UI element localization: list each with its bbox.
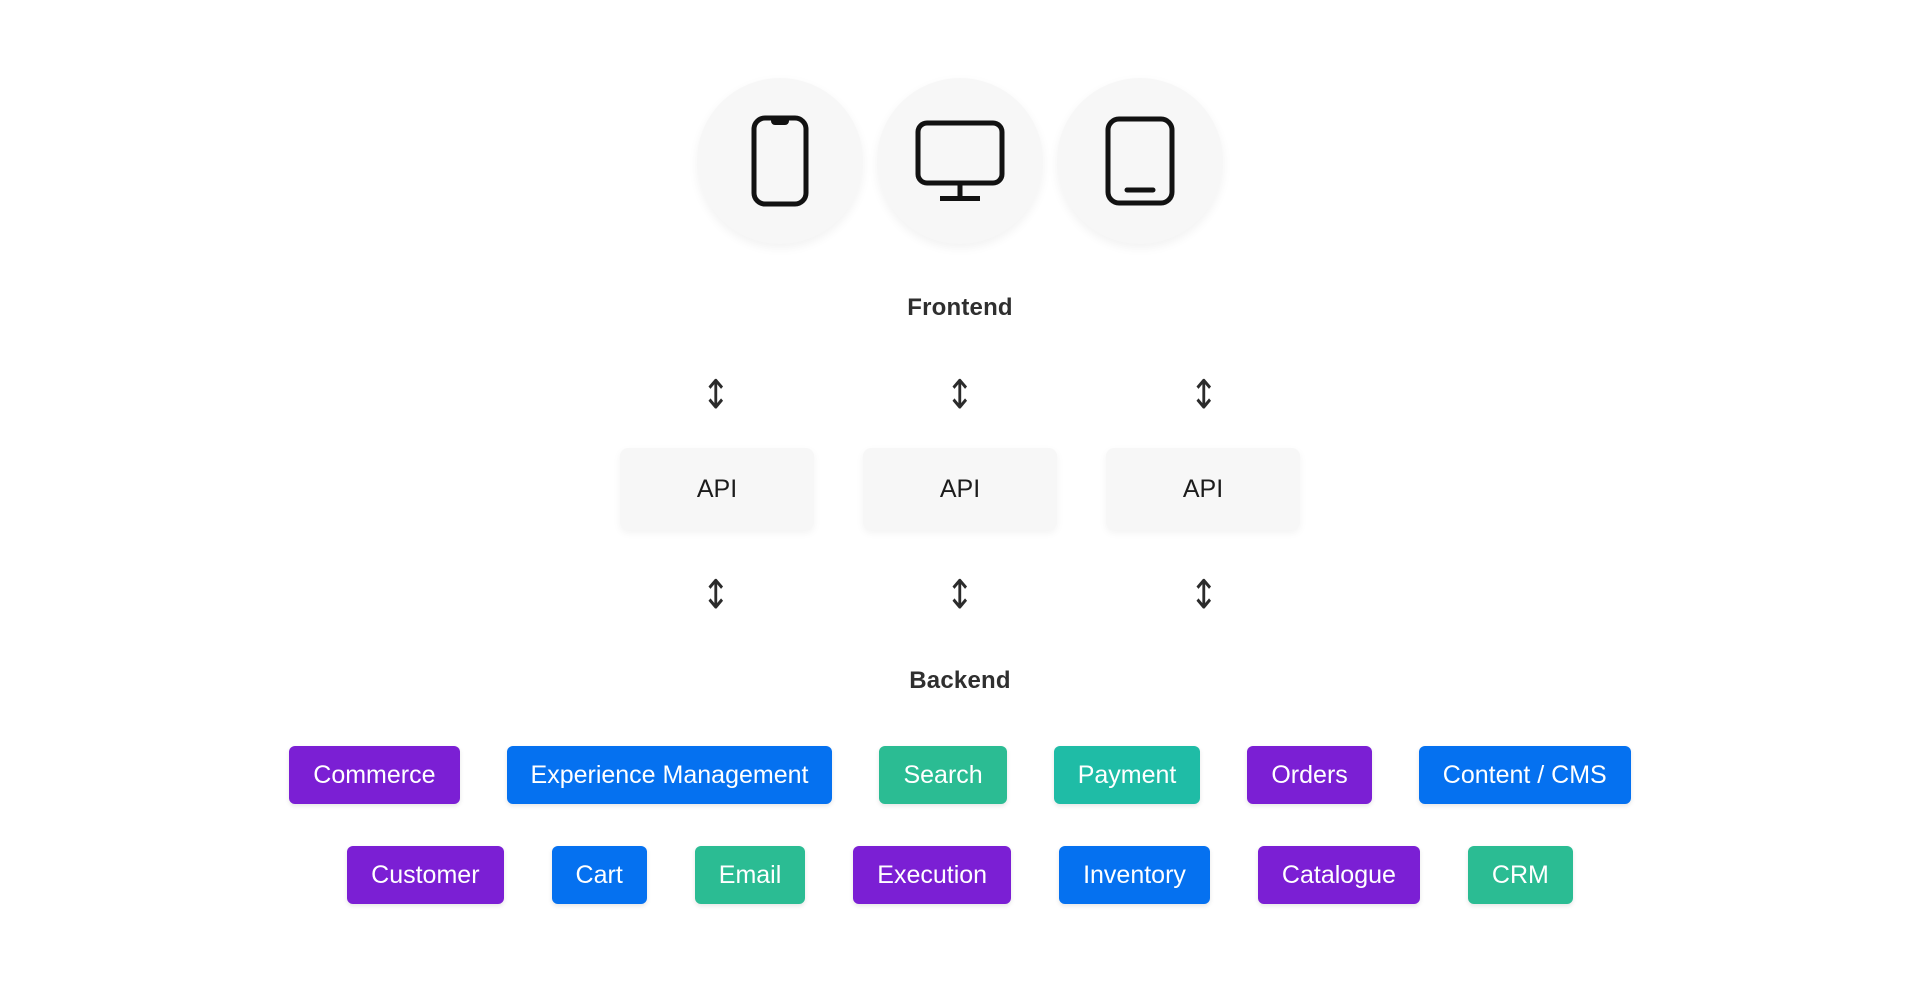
service-tag-customer[interactable]: Customer bbox=[347, 846, 504, 904]
up-down-arrow-icon: ↕ bbox=[945, 572, 975, 618]
api-box: API bbox=[863, 448, 1057, 530]
service-tag-cart[interactable]: Cart bbox=[551, 846, 647, 904]
arrow-row-frontend-to-api: ↕ ↕ ↕ bbox=[0, 372, 1920, 418]
service-tag-crm[interactable]: CRM bbox=[1467, 846, 1573, 904]
service-tag-orders[interactable]: Orders bbox=[1247, 746, 1372, 804]
service-tag-search[interactable]: Search bbox=[879, 746, 1007, 804]
arrow-row-api-to-backend: ↕ ↕ ↕ bbox=[0, 572, 1920, 618]
arrow-slot: ↕ bbox=[838, 575, 1082, 615]
service-tag-catalogue[interactable]: Catalogue bbox=[1257, 846, 1420, 904]
mobile-phone-icon bbox=[751, 115, 809, 207]
arrow-slot: ↕ bbox=[594, 375, 838, 415]
arrow-slot: ↕ bbox=[1082, 575, 1326, 615]
arrow-slot: ↕ bbox=[1082, 375, 1326, 415]
up-down-arrow-icon: ↕ bbox=[701, 572, 731, 618]
backend-section-title: Backend bbox=[909, 667, 1011, 694]
service-tag-execution[interactable]: Execution bbox=[853, 846, 1012, 904]
up-down-arrow-icon: ↕ bbox=[1189, 372, 1219, 418]
backend-service-row-1: Commerce Experience Management Search Pa… bbox=[0, 746, 1920, 804]
device-circle-desktop bbox=[877, 78, 1043, 244]
device-circle-phone bbox=[697, 78, 863, 244]
arrow-slot: ↕ bbox=[594, 575, 838, 615]
service-tag-experience-management[interactable]: Experience Management bbox=[506, 746, 833, 804]
frontend-section-title: Frontend bbox=[907, 294, 1013, 321]
api-box: API bbox=[620, 448, 814, 530]
tablet-icon bbox=[1105, 116, 1175, 206]
arrow-slot: ↕ bbox=[838, 375, 1082, 415]
desktop-monitor-icon bbox=[915, 120, 1005, 202]
device-circle-tablet bbox=[1057, 78, 1223, 244]
service-tag-email[interactable]: Email bbox=[694, 846, 806, 904]
api-box: API bbox=[1106, 448, 1300, 530]
service-tag-inventory[interactable]: Inventory bbox=[1059, 846, 1210, 904]
backend-service-row-2: Customer Cart Email Execution Inventory … bbox=[0, 846, 1920, 904]
up-down-arrow-icon: ↕ bbox=[945, 372, 975, 418]
service-tag-content-cms[interactable]: Content / CMS bbox=[1418, 746, 1631, 804]
up-down-arrow-icon: ↕ bbox=[701, 372, 731, 418]
api-box-row: API API API bbox=[0, 448, 1920, 530]
up-down-arrow-icon: ↕ bbox=[1189, 572, 1219, 618]
service-tag-payment[interactable]: Payment bbox=[1053, 746, 1201, 804]
frontend-device-row bbox=[0, 78, 1920, 244]
service-tag-commerce[interactable]: Commerce bbox=[289, 746, 460, 804]
